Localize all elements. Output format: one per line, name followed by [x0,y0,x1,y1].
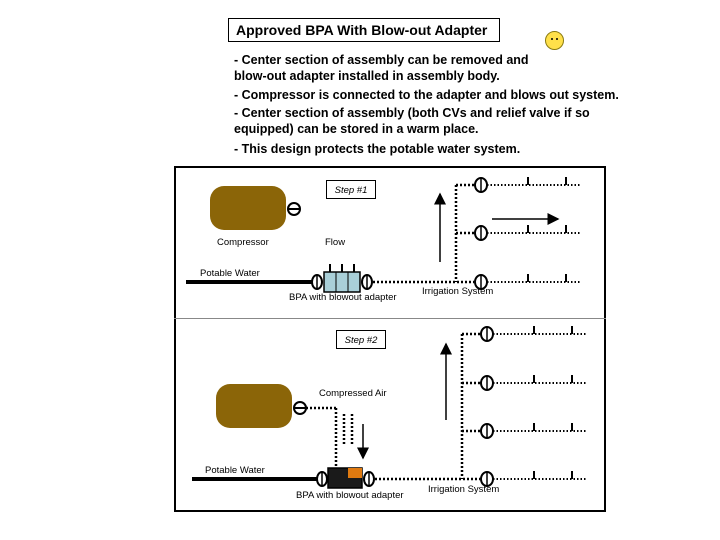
bpa-assembly [316,467,375,489]
zone-valve-icon [480,375,494,391]
step-2-label: Step #2 [344,335,378,346]
sprinkler-head-icon [533,326,573,479]
zone-valve-icon [474,177,488,193]
step-1-box: Step #1 [326,180,376,199]
potable-water-label: Potable Water [200,268,260,279]
compressor-label: Compressor [217,237,269,248]
bpa-label: BPA with blowout adapter [296,490,404,501]
smiley-face-icon [545,31,564,50]
sprinkler-head-icon [527,177,567,282]
bullet-1: - Center section of assembly can be remo… [234,52,634,84]
bullet-line: - Center section of assembly can be remo… [234,53,529,67]
bullet-line: - Compressor is connected to the adapter… [234,88,619,102]
compressed-air-label: Compressed Air [319,388,387,399]
page-title: Approved BPA With Blow-out Adapter [236,22,488,38]
irrigation-label: Irrigation System [428,484,500,495]
bullet-line: equipped) can be stored in a warm place. [234,122,479,136]
bullet-2: - Compressor is connected to the adapter… [234,87,654,103]
compressor-valve-icon [287,202,301,216]
smiley-eye [551,38,553,40]
zone-valve-icon [474,225,488,241]
compressor-tank [210,186,286,230]
title-box: Approved BPA With Blow-out Adapter [228,18,500,42]
step-1-label: Step #1 [334,185,368,196]
panel-divider [174,318,606,319]
irrigation-label: Irrigation System [422,286,494,297]
potable-water-label: Potable Water [205,465,265,476]
compressor-tank [216,384,292,428]
bpa-label: BPA with blowout adapter [289,292,397,303]
zone-valve-icon [480,423,494,439]
bullet-line: - This design protects the potable water… [234,142,521,156]
step-2-box: Step #2 [336,330,386,349]
bpa-assembly [311,264,373,293]
diagram-frame [174,166,606,512]
bullet-line: blow-out adapter installed in assembly b… [234,69,500,83]
zone-valve-icon [480,326,494,342]
bullet-line: - Center section of assembly (both CVs a… [234,106,590,120]
zone-valve-icon [474,274,488,290]
smiley-eye [556,38,558,40]
bullet-4: - This design protects the potable water… [234,141,634,157]
flow-label: Flow [325,237,346,248]
compressor-valve-icon [293,401,307,415]
bullet-3: - Center section of assembly (both CVs a… [234,105,634,137]
